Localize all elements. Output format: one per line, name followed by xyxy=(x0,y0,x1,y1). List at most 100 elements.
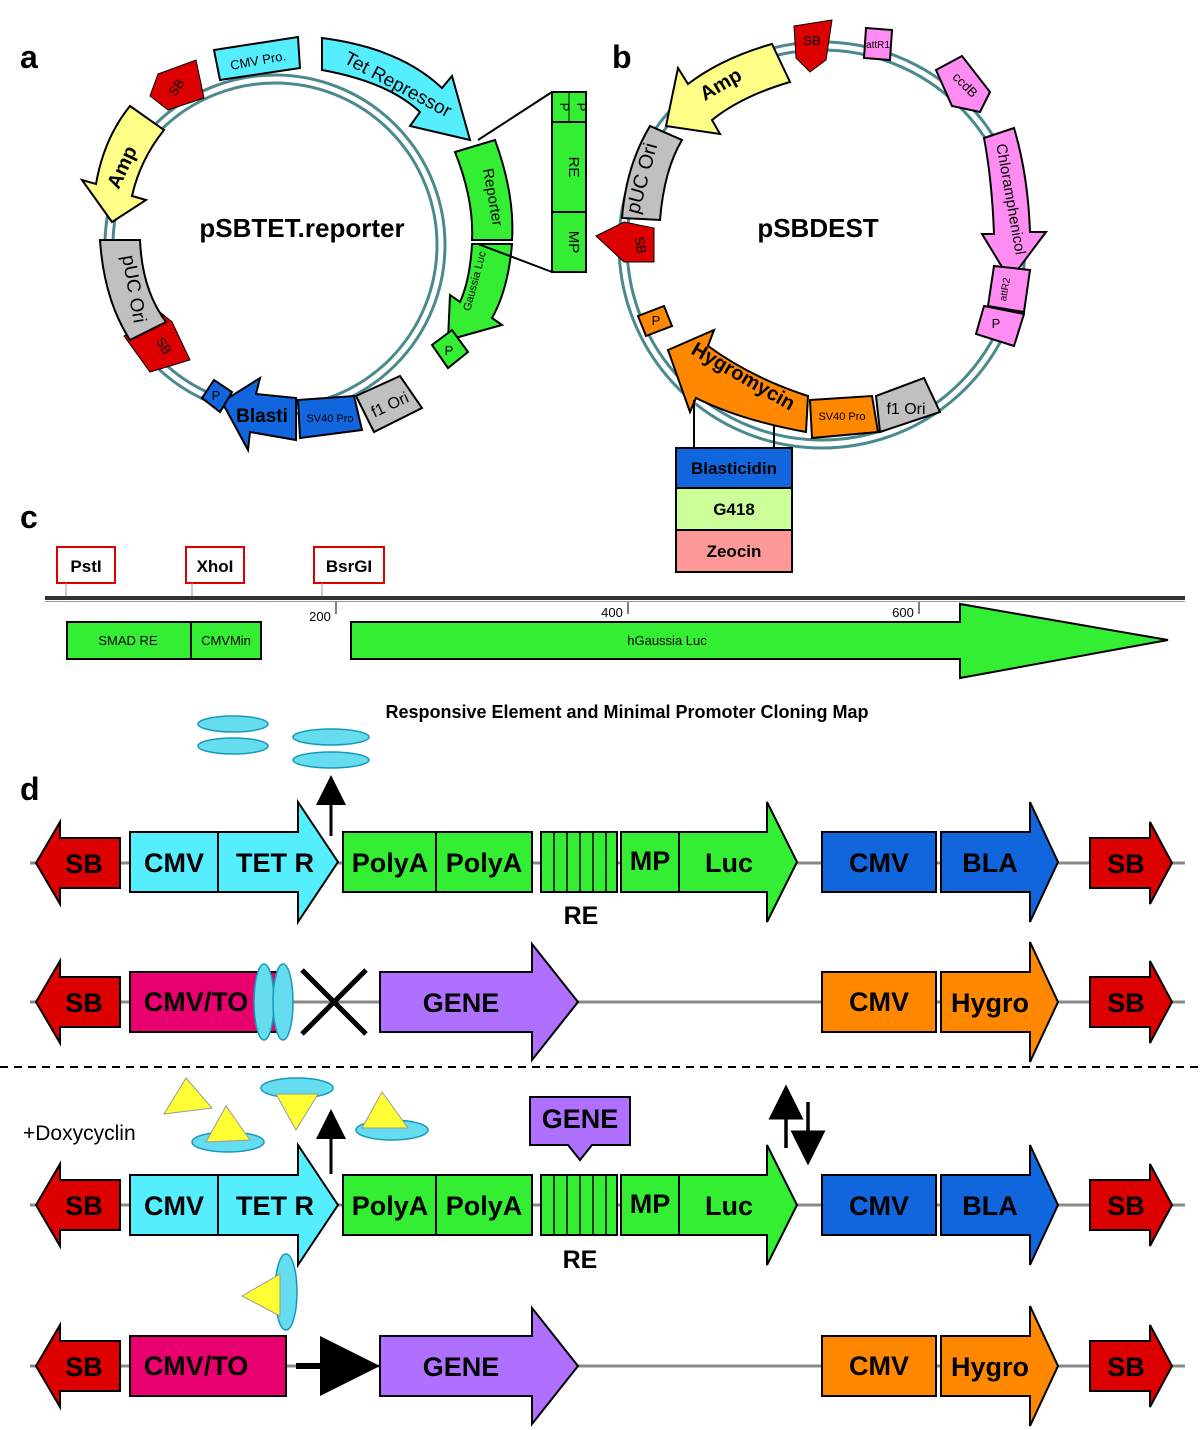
svg-text:CMVMin: CMVMin xyxy=(201,633,251,648)
panel-letter-c: c xyxy=(20,499,38,535)
svg-text:P: P xyxy=(574,103,589,112)
svg-text:f1 Ori: f1 Ori xyxy=(886,401,925,418)
svg-text:CMV: CMV xyxy=(849,987,909,1017)
svg-text:CMV: CMV xyxy=(144,1191,204,1221)
panel-letter-b: b xyxy=(612,39,632,75)
svg-text:SB: SB xyxy=(1107,988,1145,1018)
svg-text:PolyA: PolyA xyxy=(352,848,429,878)
svg-text:TET R: TET R xyxy=(236,1191,314,1221)
svg-text:SV40 Pro: SV40 Pro xyxy=(306,413,353,425)
svg-text:Blasticidin: Blasticidin xyxy=(691,459,777,478)
svg-text:P: P xyxy=(212,388,221,403)
svg-text:SB: SB xyxy=(65,849,103,879)
feature-p-pink: P xyxy=(974,304,1026,348)
row3-bla: BLA xyxy=(940,1144,1060,1266)
doxycyclin-molecules xyxy=(163,1077,429,1153)
row1-sb-left: SB xyxy=(34,818,121,908)
cassette-row-4: SB CMV/TO GENE CMV Hygro SB xyxy=(30,1305,1185,1427)
feature-reporter: Reporter xyxy=(453,138,514,241)
row1-polya-2: PolyA xyxy=(435,831,533,893)
svg-text:CMV: CMV xyxy=(849,848,909,878)
cassette-row-1: SB CMV TET R PolyA PolyA xyxy=(30,798,1185,930)
row3-re-label: RE xyxy=(563,1246,598,1274)
svg-text:SB: SB xyxy=(1107,1191,1145,1221)
doxycyclin-label: +Doxycyclin xyxy=(23,1122,136,1145)
row1-cmv: CMV xyxy=(129,831,219,893)
panel-a: a CMV Pro. Tet Repressor Reporter Gaussi… xyxy=(20,35,589,454)
up-down-arrows xyxy=(768,1084,826,1166)
svg-text:BsrGI: BsrGI xyxy=(326,557,372,576)
feature-cmv-pro: CMV Pro. xyxy=(212,35,302,82)
resistance-option-zeocin: Zeocin xyxy=(675,529,793,573)
cassette-row-3: SB CMV TET R PolyA PolyA xyxy=(30,1141,1185,1274)
row2-hygro: Hygro xyxy=(940,941,1060,1063)
panel-letter-d: d xyxy=(20,771,40,807)
svg-text:P: P xyxy=(992,316,1001,331)
svg-text:SB: SB xyxy=(65,1191,103,1221)
svg-text:Luc: Luc xyxy=(705,848,753,878)
svg-text:600: 600 xyxy=(892,605,914,620)
row1-sb-right: SB xyxy=(1089,821,1174,905)
row3-sb-right: SB xyxy=(1089,1163,1174,1247)
svg-text:SB: SB xyxy=(803,33,820,48)
svg-text:attR1: attR1 xyxy=(866,40,890,51)
feature-sb-top: SB xyxy=(149,59,205,111)
svg-text:Luc: Luc xyxy=(705,1191,753,1221)
row1-tet-r: TET R xyxy=(217,798,340,926)
sequence-ruler-line xyxy=(45,596,1185,600)
svg-text:Zeocin: Zeocin xyxy=(707,542,762,561)
feature-attr1: attR1 xyxy=(862,26,894,62)
svg-text:GENE: GENE xyxy=(423,1352,500,1382)
row1-cmv-2: CMV xyxy=(821,831,937,893)
feature-attr2: attR2 xyxy=(986,264,1032,314)
tet-repressor-dimer-2 xyxy=(292,728,370,769)
site-bsrgi: BsrGI xyxy=(313,546,385,598)
cloning-map-caption: Responsive Element and Minimal Promoter … xyxy=(385,702,868,722)
feature-amp: Amp xyxy=(79,104,166,224)
row2-sb-right: SB xyxy=(1089,960,1174,1044)
svg-text:RE: RE xyxy=(565,157,582,178)
feature-p-small: P xyxy=(430,328,470,370)
row4-cmv-to: CMV/TO xyxy=(129,1335,287,1397)
row3-mp: MP xyxy=(620,1174,680,1236)
row2-gene: GENE xyxy=(379,941,580,1063)
feature-smad-re: SMAD RE xyxy=(66,621,192,660)
panel-b: b SB attR1 ccdB Chloramphenicol attR2 P xyxy=(595,19,1048,573)
site-psti: PstI xyxy=(56,546,116,598)
row3-luc: Luc xyxy=(678,1144,799,1266)
feature-f1-ori-b: f1 Ori xyxy=(874,376,942,434)
svg-text:PolyA: PolyA xyxy=(352,1191,429,1221)
row1-luc: Luc xyxy=(678,801,799,923)
svg-text:SB: SB xyxy=(65,988,103,1018)
feature-puc-ori-b: pUC Ori xyxy=(620,124,684,222)
feature-hgaussia-luc: hGaussia Luc xyxy=(350,602,1169,680)
svg-text:CMV/TO: CMV/TO xyxy=(144,987,249,1017)
svg-text:SB: SB xyxy=(1107,849,1145,879)
row2-cmv: CMV xyxy=(821,971,937,1033)
svg-text:TET R: TET R xyxy=(236,848,314,878)
svg-text:MP: MP xyxy=(630,1189,671,1219)
row1-re-block xyxy=(540,831,618,893)
feature-p-blue: P xyxy=(200,378,234,414)
row3-re-block xyxy=(540,1174,618,1236)
svg-text:CMV/TO: CMV/TO xyxy=(144,1351,249,1381)
svg-text:attR2: attR2 xyxy=(998,276,1013,302)
feature-f1-ori: f1 Ori xyxy=(354,374,424,434)
row1-re-label: RE xyxy=(564,902,599,930)
plasmid-a-title: pSBTET.reporter xyxy=(199,213,404,243)
row1-mp: MP xyxy=(620,831,680,893)
callout-a-box: P P RE MP xyxy=(551,91,589,273)
released-repressor xyxy=(240,1253,298,1331)
panel-letter-a: a xyxy=(20,39,38,75)
row4-cmv: CMV xyxy=(821,1335,937,1397)
svg-text:CMV: CMV xyxy=(849,1351,909,1381)
feature-chloramphenicol: Chloramphenicol xyxy=(980,126,1048,282)
callout-a-line-top xyxy=(477,91,553,141)
row4-hygro: Hygro xyxy=(940,1305,1060,1427)
plasmid-b-title: pSBDEST xyxy=(757,213,878,243)
svg-text:SB: SB xyxy=(65,1352,103,1382)
cassette-row-2: SB CMV/TO GENE CMV xyxy=(30,941,1185,1063)
svg-text:400: 400 xyxy=(601,605,623,620)
panel-c: c PstI XhoI BsrGI 200 400 600 xyxy=(20,499,1185,722)
feature-gaussia-luc: Gaussia Luc xyxy=(446,243,514,342)
